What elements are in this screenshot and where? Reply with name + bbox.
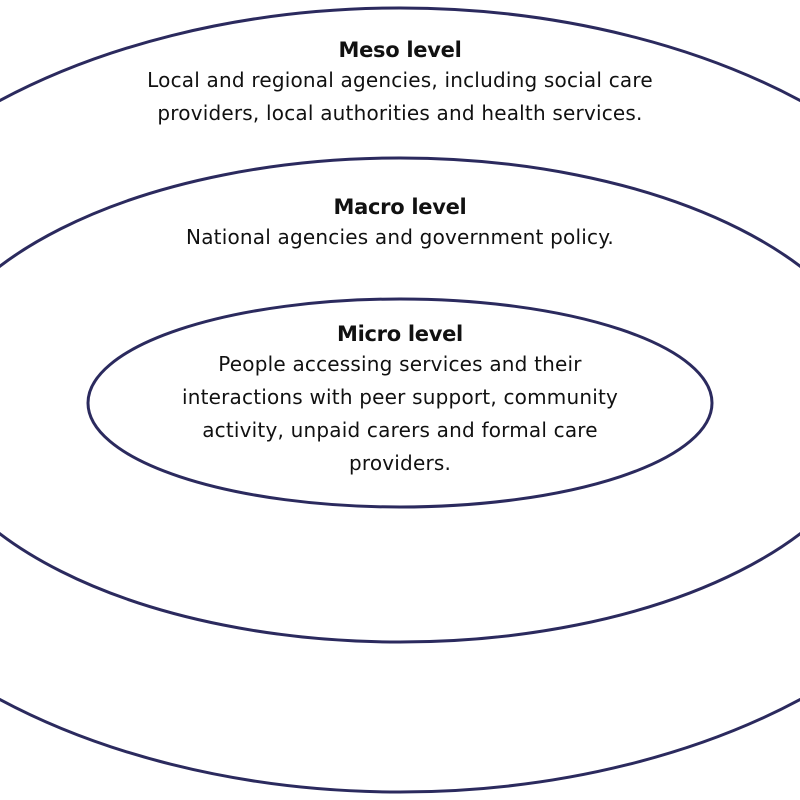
micro-level-description-line: interactions with peer support, communit… bbox=[181, 385, 619, 409]
micro-level-description-line: providers. bbox=[348, 451, 452, 475]
micro-level-description-line: activity, unpaid carers and formal care bbox=[202, 418, 598, 442]
micro-level-heading: Micro level bbox=[337, 322, 463, 346]
micro-inner-ellipse bbox=[86, 297, 714, 509]
macro-level-block: Macro level National agencies and govern… bbox=[120, 193, 680, 254]
micro-level-description-line: People accessing services and their bbox=[218, 352, 582, 376]
macro-level-heading: Macro level bbox=[333, 195, 467, 219]
meso-level-block: Meso level Local and regional agencies, … bbox=[60, 36, 740, 130]
micro-level-block: Micro level People accessing services an… bbox=[110, 320, 690, 480]
macro-level-description-line: National agencies and government policy. bbox=[186, 225, 614, 249]
meso-level-description-line: providers, local authorities and health … bbox=[157, 101, 643, 125]
meso-level-heading: Meso level bbox=[338, 38, 462, 62]
meso-outer-ellipse bbox=[0, 6, 800, 794]
meso-level-description-line: Local and regional agencies, including s… bbox=[147, 68, 653, 92]
macro-middle-ellipse bbox=[0, 156, 800, 644]
